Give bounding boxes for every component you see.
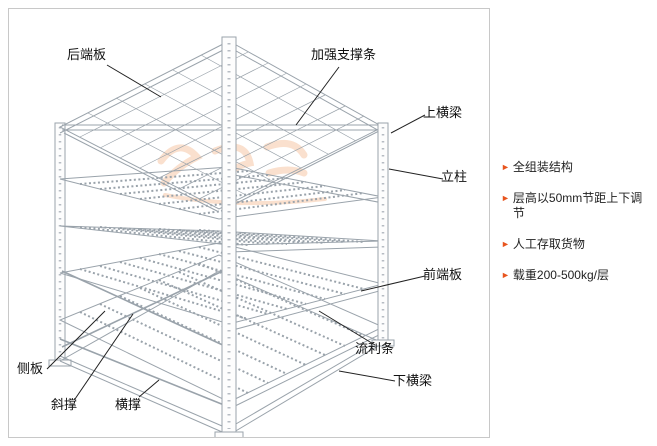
part-label-diagonal-brace: 斜撑 bbox=[51, 397, 78, 412]
side-braces bbox=[59, 268, 230, 408]
upright-post-right bbox=[371, 122, 395, 347]
part-label-upper-beam: 上横梁 bbox=[423, 105, 463, 120]
part-label-flow-strip: 流利条 bbox=[355, 341, 395, 356]
upright-post-left bbox=[48, 122, 72, 367]
flow-level-2 bbox=[59, 225, 384, 253]
arrow-bullet-icon: ► bbox=[501, 162, 510, 172]
rack-wireframe-svg bbox=[46, 36, 444, 437]
part-label-rear-end-plate: 后端板 bbox=[67, 47, 107, 62]
feature-text: 层高以50mm节距上下调节 bbox=[512, 191, 643, 220]
part-label-lower-beam: 下横梁 bbox=[393, 373, 433, 388]
rack-structure bbox=[48, 36, 395, 437]
feature-item: ► 全组装结构 bbox=[501, 160, 651, 175]
part-label-upright: 立柱 bbox=[441, 169, 468, 184]
feature-text: 载重200-500kg/层 bbox=[512, 268, 609, 282]
arrow-bullet-icon: ► bbox=[501, 239, 510, 249]
feature-item: ► 层高以50mm节距上下调节 bbox=[501, 191, 651, 221]
rack-diagram: 后端板 加强支撑条 上横梁 立柱 前端板 流利条 下横梁 侧板 斜撑 横撑 bbox=[8, 8, 490, 438]
arrow-bullet-icon: ► bbox=[501, 270, 510, 280]
arrow-bullet-icon: ► bbox=[501, 193, 510, 203]
feature-item: ► 载重200-500kg/层 bbox=[501, 268, 651, 283]
part-label-side-plate: 侧板 bbox=[17, 361, 44, 376]
flow-level-1 bbox=[59, 166, 384, 220]
feature-item: ► 人工存取货物 bbox=[501, 237, 651, 252]
feature-text: 人工存取货物 bbox=[512, 237, 585, 251]
feature-list: ► 全组装结构 ► 层高以50mm节距上下调节 ► 人工存取货物 ► 载重200… bbox=[501, 160, 651, 299]
part-label-reinforce-bar: 加强支撑条 bbox=[311, 47, 377, 62]
bottom-frame bbox=[59, 270, 384, 436]
feature-text: 全组装结构 bbox=[512, 160, 573, 174]
part-label-horizontal-brace: 横撑 bbox=[115, 397, 142, 412]
part-label-front-end-plate: 前端板 bbox=[423, 267, 463, 282]
diagonal-brace-lines bbox=[61, 268, 228, 348]
leader-lines bbox=[46, 64, 444, 400]
upright-post-front bbox=[214, 36, 244, 437]
horizontal-brace-line bbox=[59, 338, 230, 408]
